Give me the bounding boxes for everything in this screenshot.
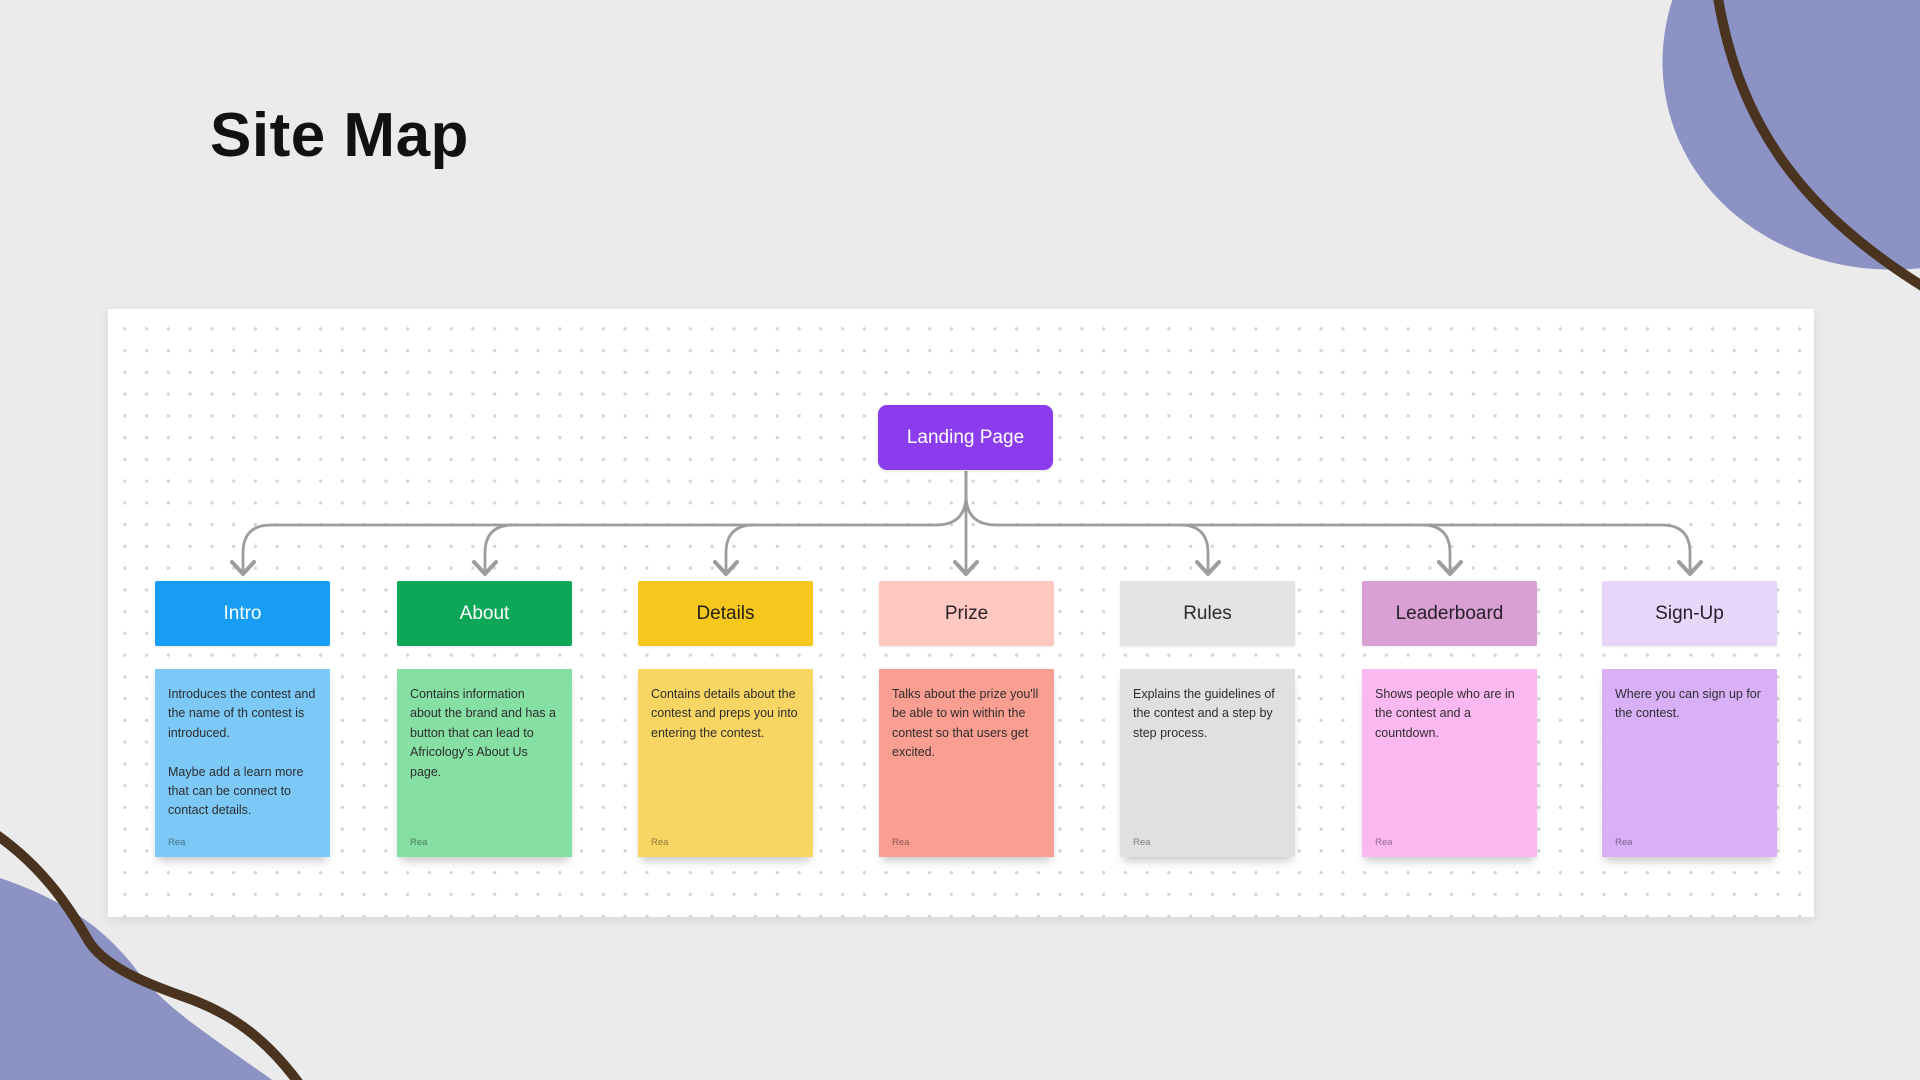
note-text: Explains the guidelines of the contest a… — [1133, 687, 1275, 740]
sitemap-column-about: About Contains information about the bra… — [397, 581, 572, 857]
node-prize[interactable]: Prize — [879, 581, 1054, 646]
sticky-note-prize[interactable]: Talks about the prize you'll be able to … — [879, 669, 1054, 857]
whiteboard-canvas[interactable]: Landing Page Intro Introduces the contes… — [108, 309, 1814, 917]
node-label: Rules — [1183, 602, 1232, 624]
sticky-note-leaderboard[interactable]: Shows people who are in the contest and … — [1362, 669, 1537, 857]
node-label: Details — [696, 602, 755, 624]
sticky-note-details[interactable]: Contains details about the contest and p… — [638, 669, 813, 857]
sitemap-column-rules: Rules Explains the guidelines of the con… — [1120, 581, 1295, 857]
node-label: About — [459, 602, 510, 624]
top-right-blob — [1662, 0, 1920, 291]
note-text: Talks about the prize you'll be able to … — [892, 687, 1039, 760]
arrowheads — [230, 560, 1703, 576]
note-author: Rea — [410, 837, 428, 848]
note-author: Rea — [651, 837, 669, 848]
note-author: Rea — [1375, 837, 1393, 848]
connector-lines — [230, 471, 1703, 576]
node-leaderboard[interactable]: Leaderboard — [1362, 581, 1537, 646]
note-text: Contains information about the brand and… — [410, 687, 556, 779]
note-text: Where you can sign up for the contest. — [1615, 687, 1761, 721]
page-title: Site Map — [210, 101, 469, 170]
note-text: Introduces the contest and the name of t… — [168, 687, 316, 818]
note-author: Rea — [1133, 837, 1151, 848]
node-about[interactable]: About — [397, 581, 572, 646]
node-label: Sign-Up — [1655, 602, 1724, 624]
sticky-note-signup[interactable]: Where you can sign up for the contest. R… — [1602, 669, 1777, 857]
sitemap-column-signup: Sign-Up Where you can sign up for the co… — [1602, 581, 1777, 857]
node-rules[interactable]: Rules — [1120, 581, 1295, 646]
sticky-note-about[interactable]: Contains information about the brand and… — [397, 669, 572, 857]
root-node[interactable]: Landing Page — [878, 405, 1053, 470]
note-author: Rea — [892, 837, 910, 848]
note-author: Rea — [1615, 837, 1633, 848]
node-details[interactable]: Details — [638, 581, 813, 646]
node-label: Prize — [944, 602, 989, 624]
sticky-note-intro[interactable]: Introduces the contest and the name of t… — [155, 669, 330, 857]
sitemap-column-details: Details Contains details about the conte… — [638, 581, 813, 857]
node-label: Intro — [223, 602, 262, 624]
sticky-note-rules[interactable]: Explains the guidelines of the contest a… — [1120, 669, 1295, 857]
note-author: Rea — [168, 837, 186, 848]
root-node-label: Landing Page — [906, 426, 1025, 448]
sitemap-column-prize: Prize Talks about the prize you'll be ab… — [879, 581, 1054, 857]
sitemap-column-leaderboard: Leaderboard Shows people who are in the … — [1362, 581, 1537, 857]
note-text: Contains details about the contest and p… — [651, 687, 798, 740]
node-signup[interactable]: Sign-Up — [1602, 581, 1777, 646]
sitemap-column-intro: Intro Introduces the contest and the nam… — [155, 581, 330, 857]
node-intro[interactable]: Intro — [155, 581, 330, 646]
node-label: Leaderboard — [1395, 602, 1504, 624]
note-text: Shows people who are in the contest and … — [1375, 687, 1515, 740]
